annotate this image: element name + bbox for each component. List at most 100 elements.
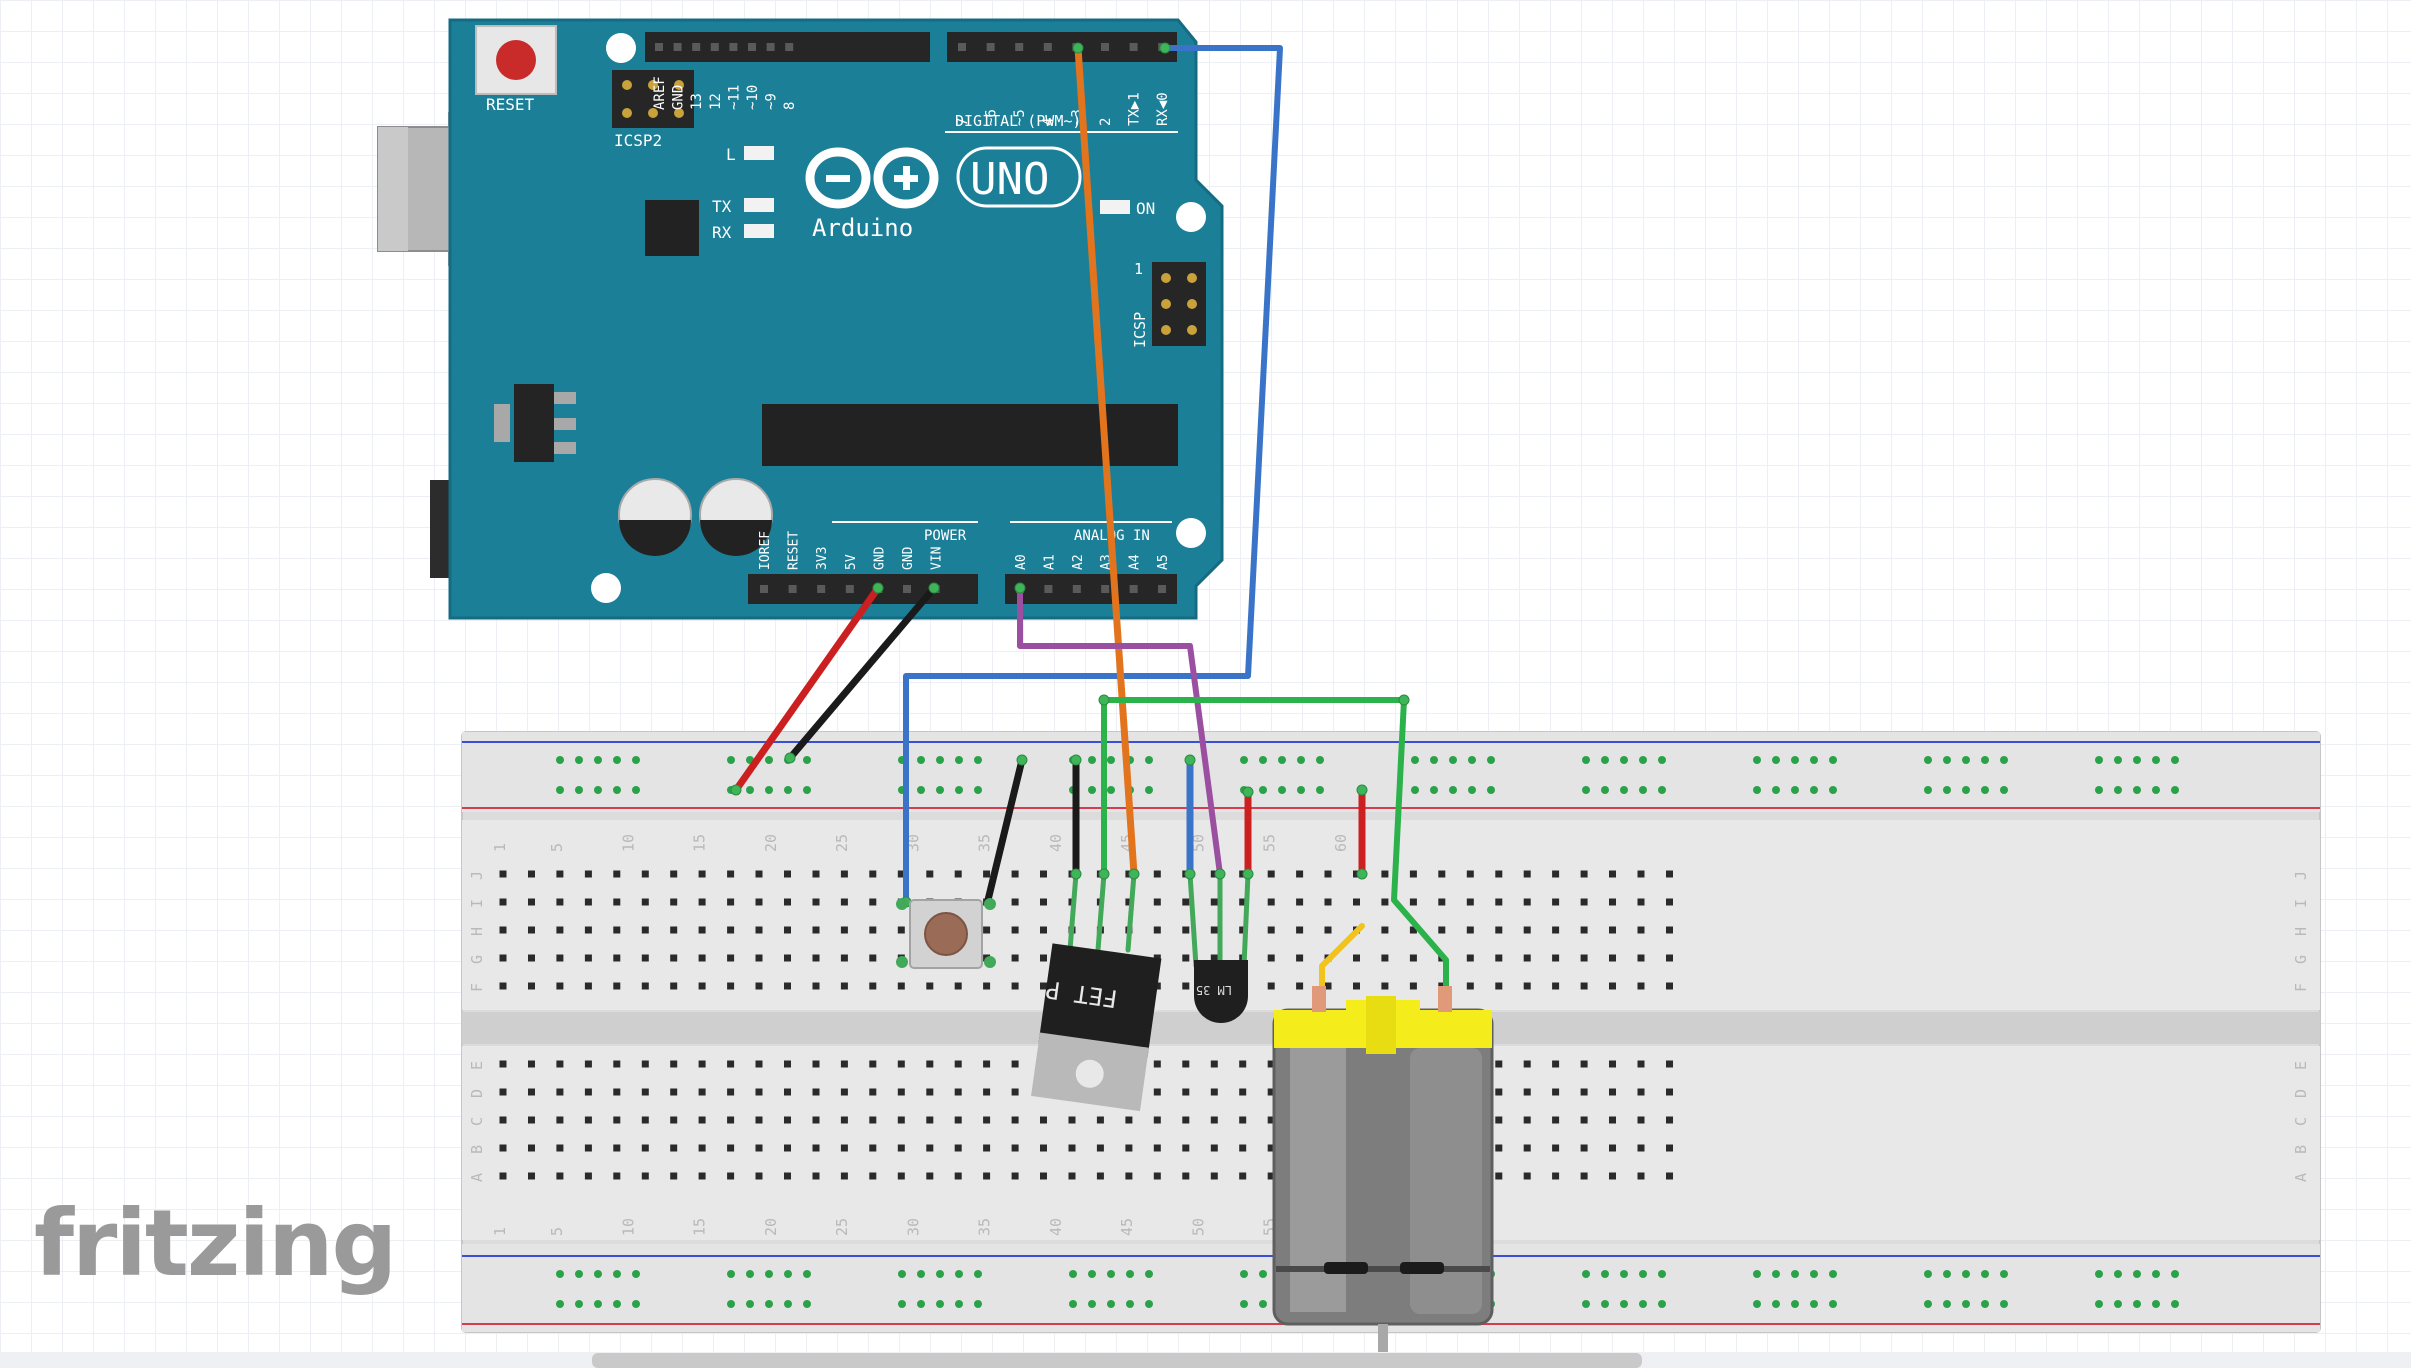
motor-terminal (1312, 986, 1326, 1012)
digital-pin-holes (655, 43, 1167, 51)
rail-hole (917, 786, 925, 794)
breadboard-hole (812, 954, 820, 962)
rail-hole (765, 1270, 773, 1278)
breadboard-hole (1068, 1116, 1076, 1124)
wire-d3-orange[interactable] (1074, 44, 1138, 878)
breadboard-hole (698, 1116, 706, 1124)
rail-hole (2171, 786, 2179, 794)
rail-hole (803, 756, 811, 764)
breadboard-hole (727, 926, 735, 934)
breadboard-hole (897, 926, 905, 934)
rail-hole (575, 1270, 583, 1278)
pin-label: ~10 (745, 85, 761, 110)
svg-text:L: L (726, 145, 736, 164)
wire-a0-purple[interactable] (1017, 585, 1223, 877)
icsp2-header (612, 70, 694, 128)
lm35-temperature-sensor[interactable]: LM 35 (1194, 960, 1248, 1023)
pin-label: RESET (787, 531, 802, 570)
column-number: 40 (1047, 834, 1065, 852)
header-pin (785, 43, 794, 51)
rail-hole (1962, 1300, 1970, 1308)
rail-hole (1620, 1300, 1628, 1308)
breadboard-hole (1153, 1060, 1161, 1068)
breadboard-hole (1637, 1116, 1645, 1124)
breadboard-hole (1239, 1088, 1247, 1096)
push-button[interactable] (896, 898, 996, 969)
rail-hole (1316, 756, 1324, 764)
rail-hole (1639, 756, 1647, 764)
pin-label: 3V3 (815, 547, 830, 570)
breadboard-hole (1267, 898, 1275, 906)
pin-label: ~9 (764, 93, 780, 110)
breadboard-hole (1011, 1144, 1019, 1152)
breadboard-hole (556, 954, 564, 962)
breadboard-hole (499, 1116, 507, 1124)
capacitor (618, 478, 692, 556)
breadboard-hole (1324, 898, 1332, 906)
rail-hole (1943, 1270, 1951, 1278)
row-letter: D (2292, 1089, 2310, 1098)
reset-button[interactable] (475, 25, 557, 95)
breadboard-hole (755, 1088, 763, 1096)
p-channel-mosfet[interactable]: FET P (1031, 943, 1162, 1112)
breadboard-hole (983, 982, 991, 990)
breadboard-hole (1011, 954, 1019, 962)
rail-hole (2114, 786, 2122, 794)
breadboard-hole (1353, 982, 1360, 990)
rail-hole (556, 786, 564, 794)
breadboard-hole (1637, 870, 1645, 878)
breadboard-hole (1267, 954, 1275, 962)
breadboard-hole (584, 1088, 592, 1096)
rail-hole (1240, 1270, 1248, 1278)
wire-gnd-black[interactable] (786, 584, 938, 762)
breadboard-hole (528, 1060, 535, 1068)
wire-motor-green[interactable] (1101, 697, 1449, 993)
breadboard-hole (755, 1172, 763, 1180)
rail-hole (974, 1270, 982, 1278)
rail-hole (784, 786, 792, 794)
breadboard-hole (1239, 926, 1247, 934)
breadboard-hole (1210, 926, 1218, 934)
wire-d0-blue[interactable] (903, 45, 1283, 905)
breadboard-hole (755, 898, 763, 906)
rail-hole (1753, 756, 1761, 764)
wire-button-gnd-black[interactable] (984, 756, 1026, 904)
breadboard-hole (812, 1144, 820, 1152)
sensor-label: LM 35 (1196, 983, 1232, 997)
breadboard-hole (1637, 1060, 1645, 1068)
row-letter: F (468, 983, 486, 992)
wire-motor-yellow[interactable] (1319, 923, 1365, 993)
breadboard-hole (1296, 898, 1304, 906)
rail-hole (594, 1270, 602, 1278)
breadboard-hole (556, 1144, 564, 1152)
wire-endpoint (784, 752, 796, 764)
breadboard-hole (1637, 982, 1645, 990)
breadboard-hole (613, 870, 621, 878)
breadboard-hole (840, 982, 848, 990)
dc-motor[interactable] (1272, 986, 1494, 1354)
wires[interactable] (732, 44, 1449, 993)
wire-5v-red[interactable] (732, 584, 882, 794)
header-pin (1101, 43, 1109, 51)
breadboard-hole (727, 954, 735, 962)
column-number: 10 (619, 834, 637, 852)
rail-hole (1582, 756, 1590, 764)
rail-hole (1259, 1300, 1267, 1308)
digital-header[interactable] (645, 32, 1177, 62)
rail-hole (1639, 1300, 1647, 1308)
analog-header[interactable] (1005, 574, 1177, 604)
power-header[interactable] (748, 574, 978, 604)
breadboard-hole (698, 1144, 706, 1152)
breadboard-hole (556, 1116, 564, 1124)
breadboard-hole (1096, 1144, 1104, 1152)
breadboard-hole (926, 1116, 934, 1124)
rail-hole (1430, 756, 1438, 764)
breadboard-hole (641, 1144, 649, 1152)
header-pin (655, 43, 663, 51)
breadboard-hole (613, 926, 621, 934)
breadboard-hole (897, 1116, 905, 1124)
horizontal-scrollbar[interactable] (592, 1353, 1642, 1368)
